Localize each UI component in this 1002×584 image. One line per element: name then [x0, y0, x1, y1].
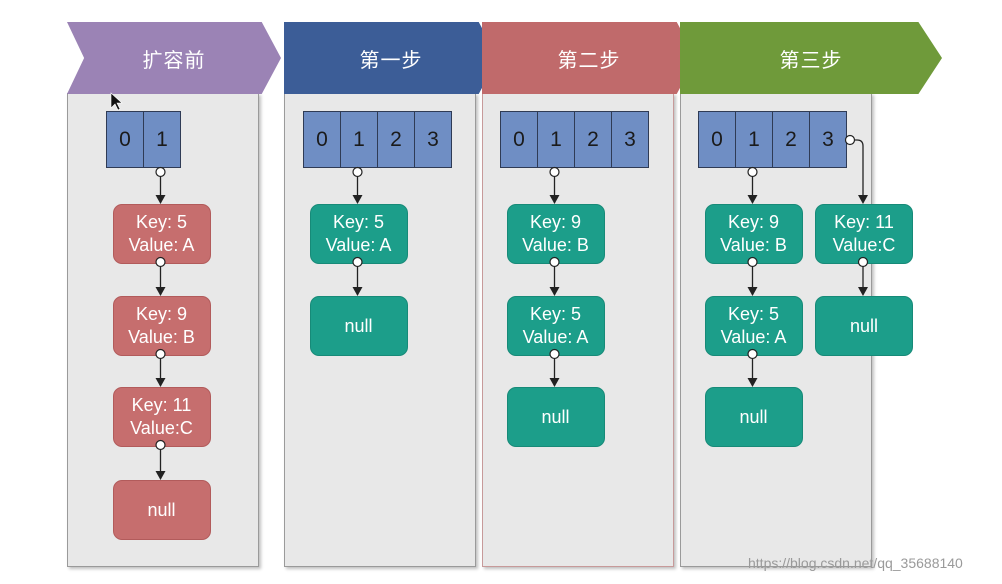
bucket-cell-0: 0	[500, 111, 538, 168]
bucket-cell-3: 3	[414, 111, 452, 168]
entry-key: Key: 5	[332, 212, 385, 232]
stage-title-banner: 第二步	[482, 22, 696, 94]
stage-title-banner: 第一步	[284, 22, 498, 94]
stage-title-banner: 第三步	[680, 22, 942, 94]
stage-title-banner: 扩容前	[67, 22, 281, 94]
null-node: null	[309, 296, 408, 356]
null-node: null	[815, 296, 913, 356]
entry-key: Key: 5	[727, 304, 780, 324]
stage-title: 第三步	[779, 47, 843, 72]
bucket-cell-3: 3	[809, 111, 847, 168]
entry-value: Value: A	[522, 327, 589, 347]
entry-value: Value: B	[720, 235, 787, 255]
entry-key: Key: 9	[529, 212, 582, 232]
entry-node: Key: 5 Value: A	[309, 204, 408, 264]
entry-key: Key: 9	[727, 212, 780, 232]
entry-node: Key: 11 Value:C	[112, 387, 211, 447]
bucket-cell-1: 1	[537, 111, 575, 168]
entry-value: Value: B	[522, 235, 589, 255]
null-label: null	[849, 315, 879, 336]
stage-title: 第二步	[557, 47, 621, 72]
entry-value: Value: A	[128, 235, 195, 255]
entry-value: Value:C	[130, 418, 193, 438]
entry-value: Value: A	[325, 235, 392, 255]
entry-node: Key: 5 Value: A	[506, 296, 605, 356]
null-label: null	[344, 315, 373, 336]
null-label: null	[541, 406, 570, 427]
null-label: null	[147, 499, 176, 520]
null-node: null	[506, 387, 605, 447]
entry-key: Key: 5	[135, 212, 188, 232]
stage-title: 第一步	[359, 47, 423, 72]
null-label: null	[739, 406, 768, 427]
bucket-cell-0: 0	[106, 111, 144, 168]
bucket-cell-3: 3	[611, 111, 649, 168]
entry-node: Key: 11 Value:C	[815, 204, 913, 264]
entry-key: Key: 11	[131, 395, 192, 415]
entry-value: Value:C	[832, 235, 896, 255]
entry-key: Key: 9	[135, 304, 188, 324]
watermark: https://blog.csdn.net/qq_35688140	[748, 555, 963, 571]
null-node: null	[112, 480, 211, 540]
stage-title: 扩容前	[142, 47, 206, 72]
entry-node: Key: 5 Value: A	[704, 296, 803, 356]
bucket-cell-1: 1	[143, 111, 181, 168]
entry-node: Key: 9 Value: B	[506, 204, 605, 264]
entry-node: Key: 9 Value: B	[112, 296, 211, 356]
entry-key: Key: 5	[529, 304, 582, 324]
bucket-cell-2: 2	[772, 111, 810, 168]
entry-node: Key: 9 Value: B	[704, 204, 803, 264]
entry-value: Value: B	[128, 327, 195, 347]
entry-key: Key: 11	[834, 212, 894, 232]
bucket-cell-0: 0	[303, 111, 341, 168]
bucket-cell-2: 2	[377, 111, 415, 168]
bucket-cell-0: 0	[698, 111, 736, 168]
entry-value: Value: A	[720, 327, 787, 347]
bucket-cell-1: 1	[735, 111, 773, 168]
entry-node: Key: 5 Value: A	[112, 204, 211, 264]
bucket-cell-2: 2	[574, 111, 612, 168]
bucket-cell-1: 1	[340, 111, 378, 168]
null-node: null	[704, 387, 803, 447]
